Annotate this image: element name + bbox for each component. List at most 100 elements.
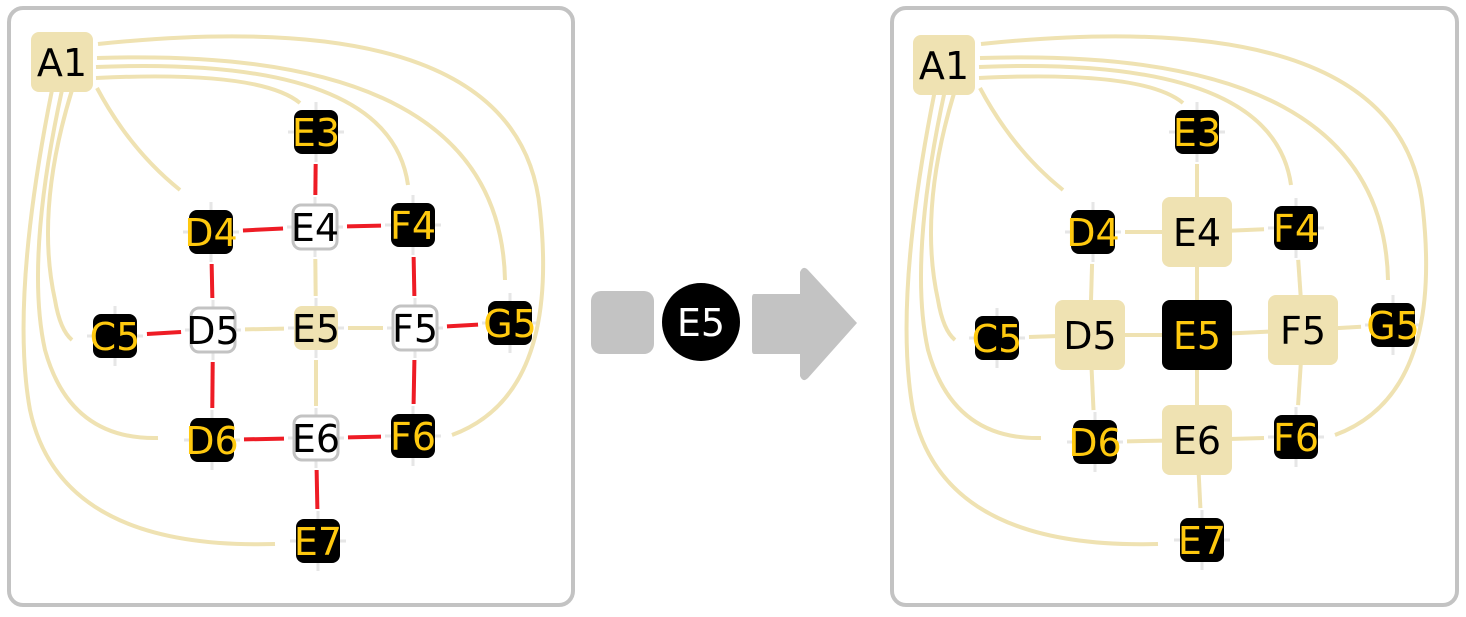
edge-F4-F5 — [411, 256, 417, 297]
a1-link-curve — [979, 55, 1390, 281]
node-E4[interactable]: E4 — [291, 203, 339, 251]
node-box — [1162, 197, 1232, 267]
node-F4[interactable]: F4 — [390, 203, 436, 248]
node-D4[interactable]: D4 — [1066, 210, 1120, 255]
node-label: G5 — [483, 302, 537, 346]
node-label: F4 — [390, 204, 436, 248]
node-box — [1371, 303, 1415, 347]
node-box — [93, 314, 137, 358]
node-E7[interactable]: E7 — [1178, 518, 1226, 563]
node-D6[interactable]: D6 — [185, 418, 239, 463]
node-label: E7 — [294, 520, 342, 564]
empty-slot-icon — [591, 291, 654, 354]
node-label: F5 — [392, 307, 438, 351]
node-box — [294, 110, 338, 154]
a1-link-curve — [980, 34, 1429, 437]
node-E6[interactable]: E6 — [1162, 405, 1232, 475]
node-label: E6 — [292, 417, 340, 461]
transition: E5 — [591, 267, 857, 381]
edge-D4-E4 — [242, 226, 284, 233]
edge-F5-F6 — [1296, 361, 1303, 406]
node-label: E4 — [291, 206, 339, 250]
node-box — [189, 306, 237, 354]
node-label: F4 — [1273, 207, 1319, 251]
node-D4[interactable]: D4 — [184, 210, 238, 255]
node-box — [1055, 300, 1125, 370]
node-label: E7 — [1178, 519, 1226, 563]
node-label: D4 — [184, 211, 237, 255]
a1-link-curve — [904, 89, 1159, 547]
node-box — [291, 203, 339, 251]
node-box — [1071, 210, 1115, 254]
node-E3[interactable]: E3 — [292, 110, 340, 155]
node-label: G5 — [1366, 304, 1420, 348]
edge-D5-D6 — [1089, 366, 1096, 411]
node-D5[interactable]: D5 — [1055, 300, 1125, 370]
edge-C5-D5 — [1028, 334, 1059, 339]
node-box — [1274, 415, 1318, 459]
node-D5[interactable]: D5 — [186, 306, 240, 354]
node-label: C5 — [90, 315, 141, 359]
node-box — [1162, 405, 1232, 475]
node-E7[interactable]: E7 — [294, 519, 342, 564]
node-box — [913, 35, 975, 95]
edge-D4-D5 — [1088, 263, 1095, 304]
node-label: E6 — [1173, 419, 1221, 463]
node-label: F5 — [1280, 309, 1326, 353]
node-A1[interactable]: A1 — [31, 32, 93, 92]
node-C5[interactable]: C5 — [972, 316, 1023, 361]
node-box — [1175, 110, 1219, 154]
edge-E6-F6 — [347, 434, 382, 440]
node-box — [391, 414, 435, 458]
node-E3[interactable]: E3 — [1173, 110, 1221, 155]
node-D6[interactable]: D6 — [1068, 420, 1122, 465]
edge-E6-E7 — [314, 469, 320, 510]
a1-link-curve — [95, 74, 302, 105]
node-label: E5 — [292, 307, 340, 351]
node-label: E4 — [1173, 211, 1221, 255]
node-box — [31, 32, 93, 92]
node-label: D5 — [1063, 314, 1116, 358]
a1-link-curve — [95, 87, 182, 192]
node-box — [1180, 518, 1224, 562]
node-F6[interactable]: F6 — [390, 414, 436, 459]
a1-link-curve — [929, 89, 957, 342]
node-box — [1274, 206, 1318, 250]
node-box — [1073, 420, 1117, 464]
node-box — [1268, 295, 1338, 365]
edge-E6-E7 — [1196, 471, 1203, 509]
node-E4[interactable]: E4 — [1162, 197, 1232, 267]
node-box — [294, 306, 338, 350]
a1-link-curve — [97, 34, 546, 437]
node-A1[interactable]: A1 — [913, 35, 975, 95]
edge-E4-F4 — [346, 223, 382, 229]
node-F5[interactable]: F5 — [391, 304, 439, 352]
edge-F4-F5 — [1296, 259, 1303, 299]
edge-D4-D5 — [209, 263, 215, 299]
a1-link-curve — [95, 64, 410, 186]
a1-link-curve — [46, 89, 74, 342]
node-box — [975, 316, 1019, 360]
node-label: E3 — [1173, 111, 1221, 155]
edge-D6-E6 — [1126, 438, 1166, 444]
token-label: E5 — [677, 301, 725, 345]
node-G5[interactable]: G5 — [483, 301, 537, 346]
node-C5[interactable]: C5 — [90, 314, 141, 359]
node-box — [1162, 300, 1232, 370]
node-F4[interactable]: F4 — [1273, 206, 1319, 251]
node-E5[interactable]: E5 — [1162, 300, 1232, 370]
node-box — [296, 519, 340, 563]
edge-F5-G5 — [446, 322, 479, 329]
node-box — [488, 301, 532, 345]
node-F5[interactable]: F5 — [1268, 295, 1338, 365]
node-E5[interactable]: E5 — [292, 306, 340, 351]
node-E6[interactable]: E6 — [292, 414, 340, 462]
node-G5[interactable]: G5 — [1366, 303, 1420, 348]
node-label: C5 — [972, 317, 1023, 361]
node-label: F6 — [390, 415, 436, 459]
node-F6[interactable]: F6 — [1273, 415, 1319, 460]
a1-link-curve — [96, 55, 507, 281]
node-label: D6 — [1068, 421, 1121, 465]
